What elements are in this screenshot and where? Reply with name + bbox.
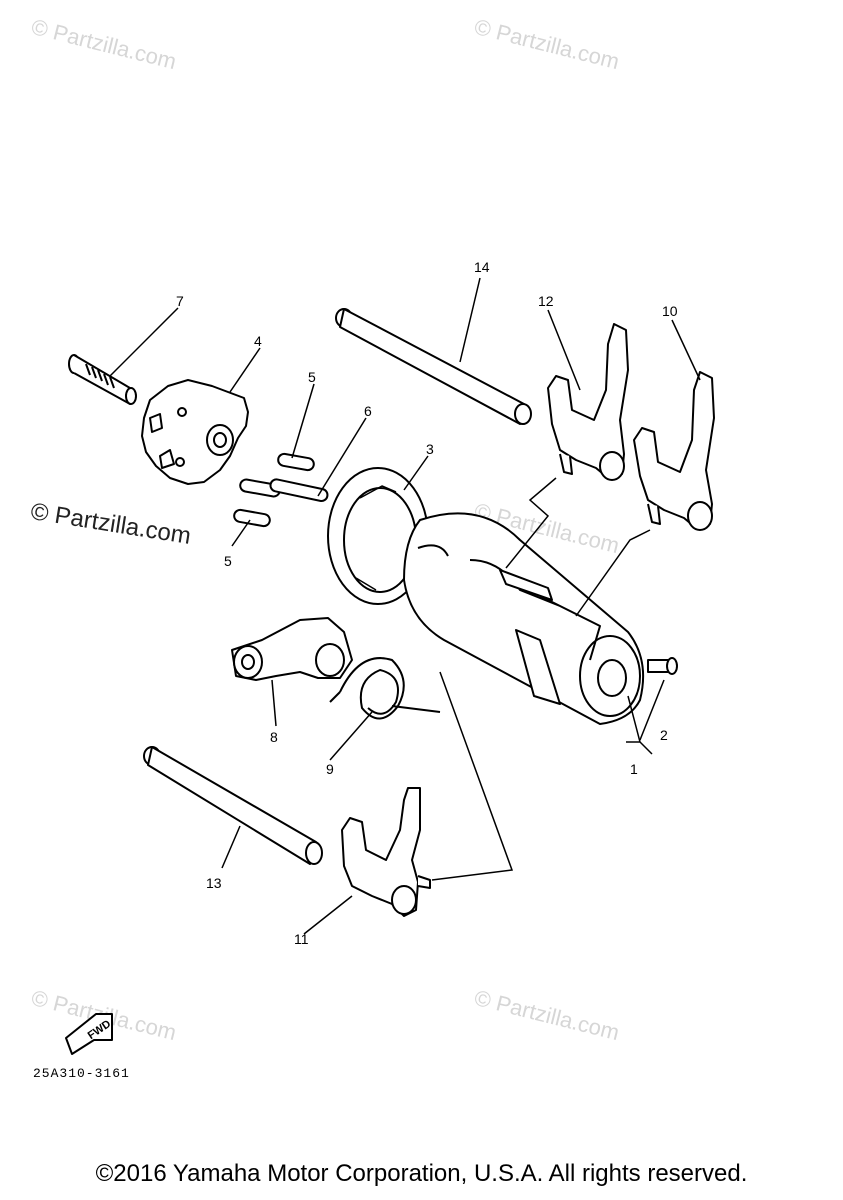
part-label: 3 [426, 441, 434, 457]
drum-pin-part [647, 657, 678, 675]
stopper-lever-part [231, 617, 353, 681]
part-label: 14 [474, 259, 490, 275]
shift-fork-lower-part [341, 787, 431, 917]
part-label: 9 [326, 761, 334, 777]
part-label: 12 [538, 293, 554, 309]
bolt-part [68, 354, 137, 405]
leader-lines [109, 277, 701, 935]
part-label: 10 [662, 303, 678, 319]
part-label: 7 [176, 293, 184, 309]
diagram-code: 25A310-3161 [33, 1066, 130, 1081]
segment-plate-part [141, 379, 249, 485]
forward-arrow-icon [65, 1013, 113, 1055]
shift-fork-upper-right-part [633, 371, 715, 531]
fork-shaft-lower-part [143, 746, 323, 865]
long-pin-part [269, 478, 329, 502]
part-label: 6 [364, 403, 372, 419]
part-label: 11 [294, 931, 309, 947]
part-label: 5 [308, 369, 316, 385]
shift-drum-part [403, 512, 645, 725]
fork-shaft-upper-part [335, 308, 532, 425]
torsion-spring-part [329, 657, 441, 720]
part-label: 4 [254, 333, 262, 349]
part-label: 8 [270, 729, 278, 745]
copyright-notice: ©2016 Yamaha Motor Corporation, U.S.A. A… [95, 1160, 748, 1187]
part-label: 1 [630, 761, 638, 777]
bearing-part [327, 467, 429, 605]
part-label: 5 [224, 553, 232, 569]
part-label: 13 [206, 875, 222, 891]
part-label: 2 [660, 727, 668, 743]
shift-fork-upper-left-part [547, 323, 629, 481]
